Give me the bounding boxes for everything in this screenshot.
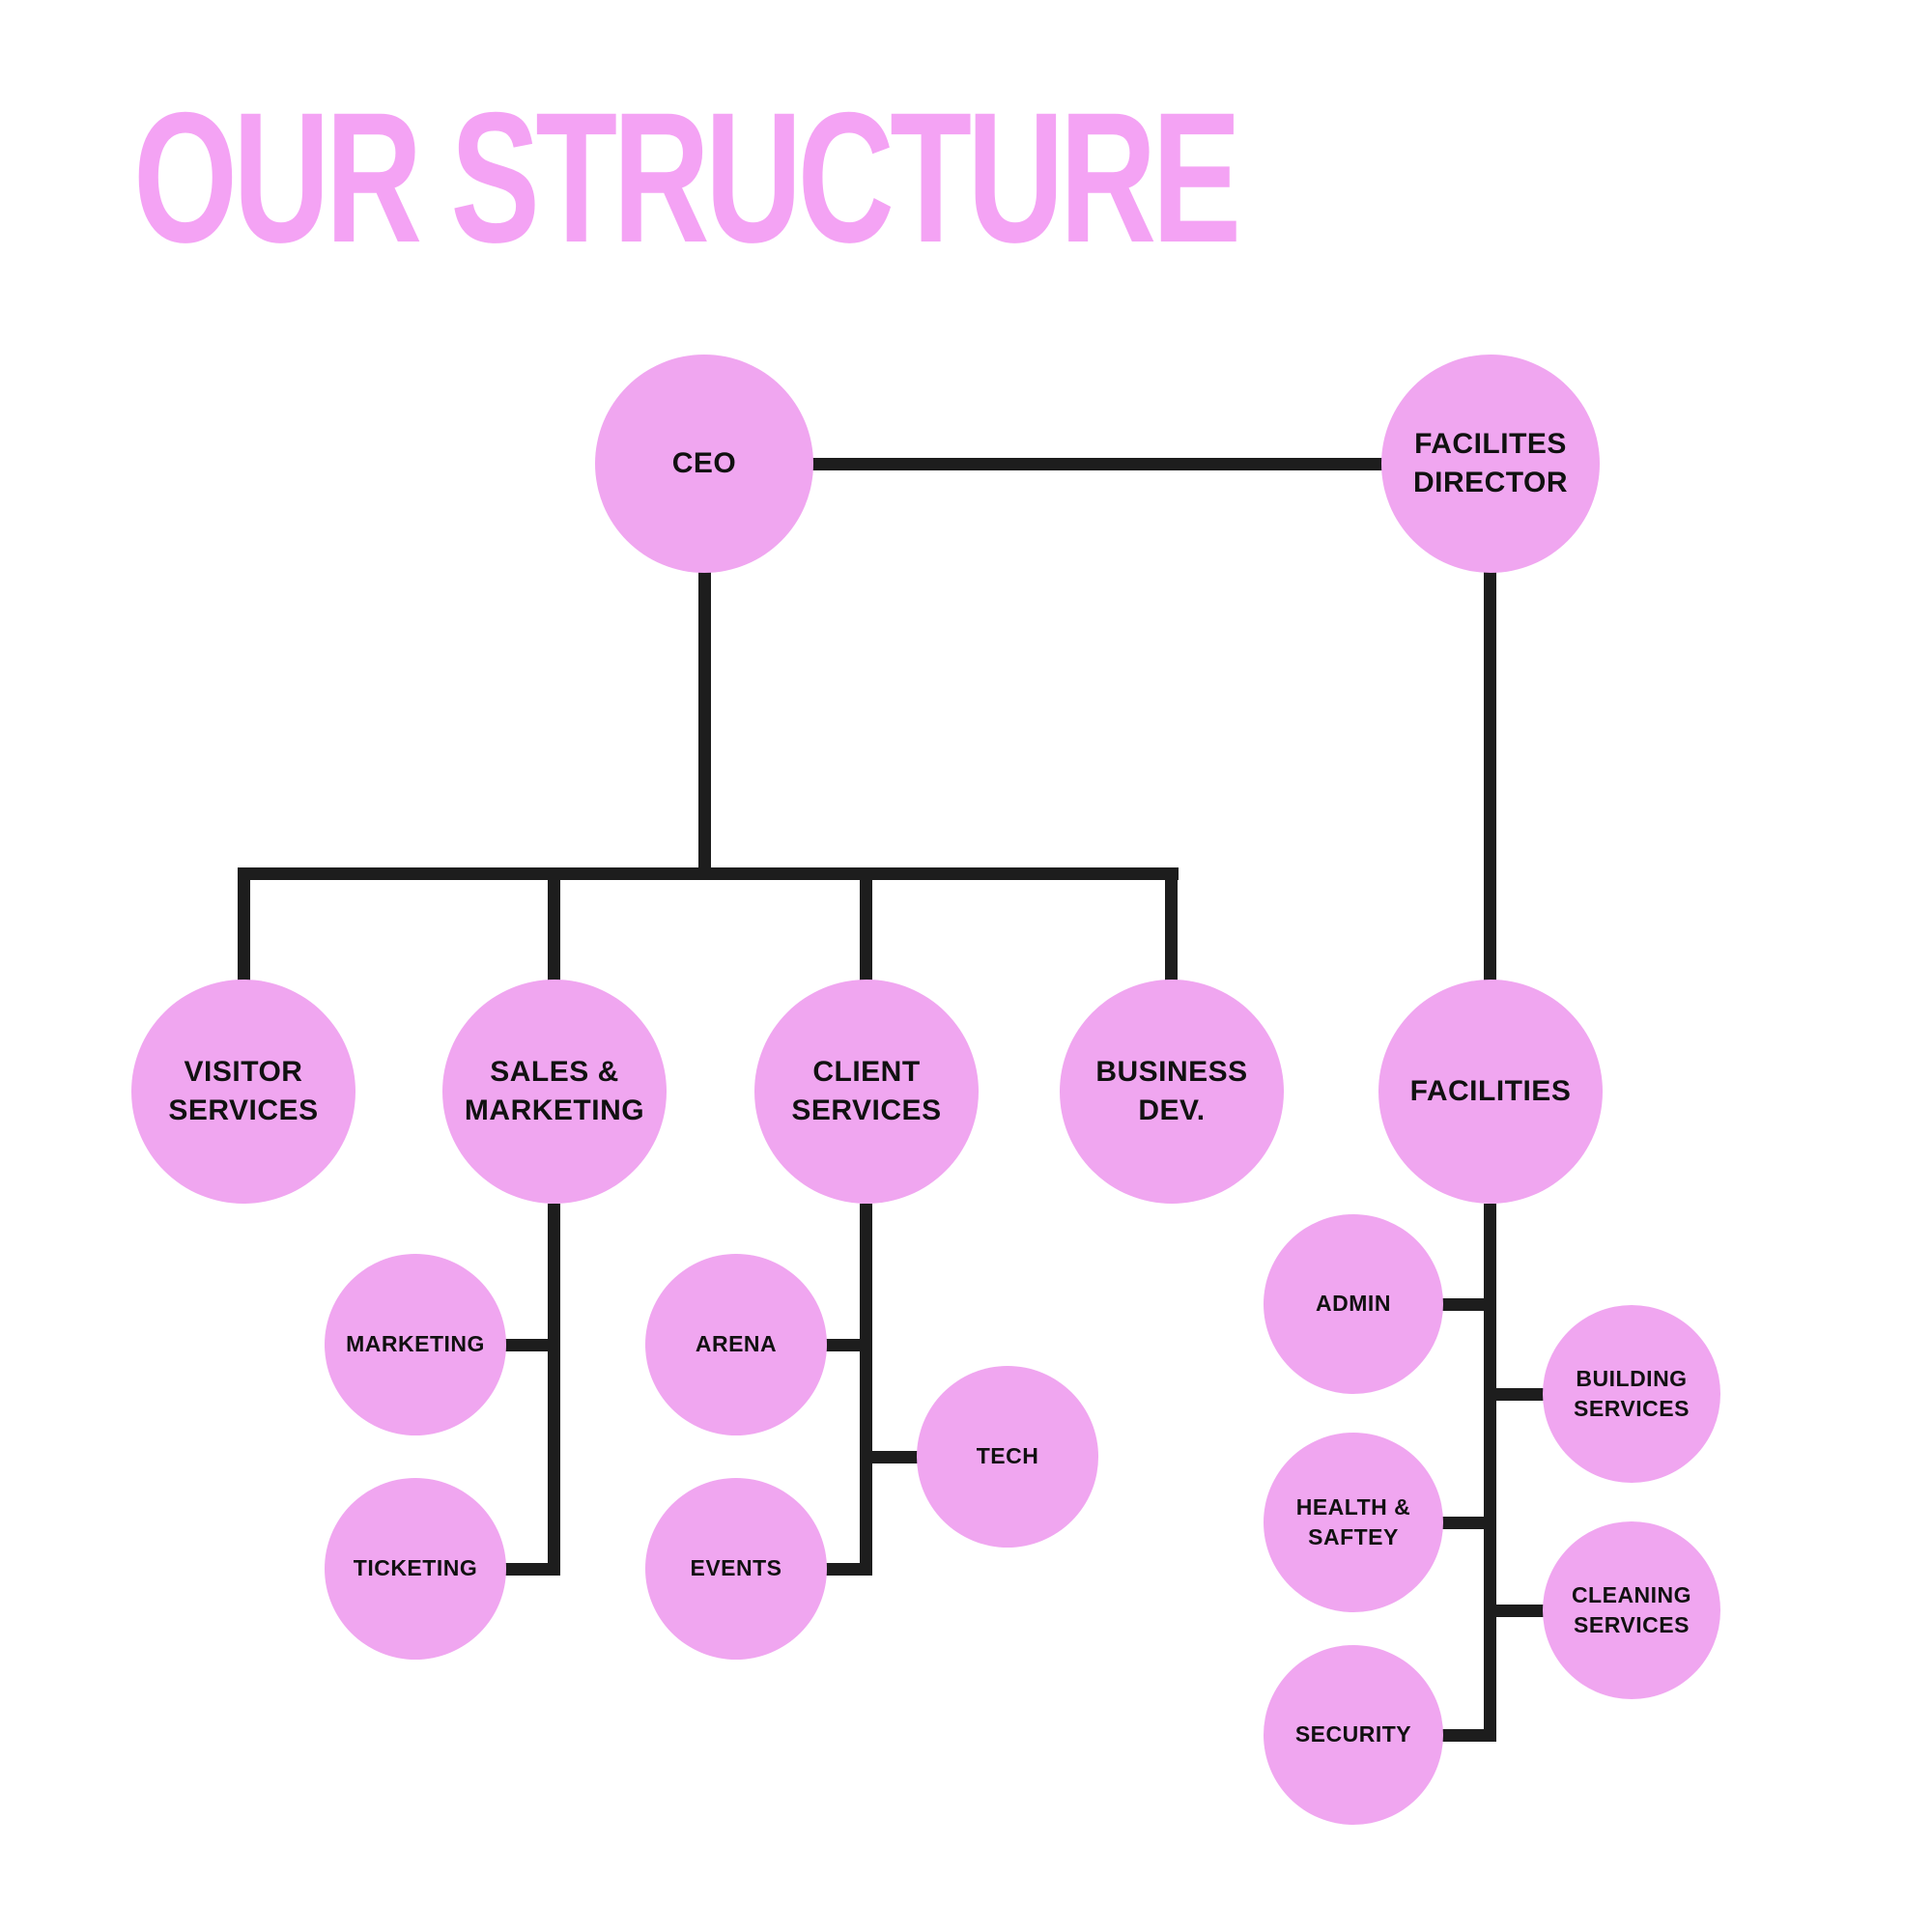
node-facilities: FACILITIES (1378, 980, 1603, 1204)
node-arena: ARENA (645, 1254, 827, 1435)
node-business-dev: BUSINESS DEV. (1060, 980, 1284, 1204)
node-sales-marketing: SALES & MARKETING (442, 980, 667, 1204)
connector-trunk-marketing (491, 1339, 560, 1351)
connector-trunk-security (1428, 1729, 1493, 1742)
connector-facilities-director-facilities (1484, 464, 1496, 990)
node-cleaning-services: CLEANING SERVICES (1543, 1521, 1720, 1699)
connector-bus-business-dev (1165, 867, 1178, 998)
node-client-services: CLIENT SERVICES (754, 980, 979, 1204)
connector-bus-visitor-services (238, 867, 250, 998)
connector-bus-sales-marketing (548, 867, 560, 998)
node-health-safety: HEALTH & SAFTEY (1264, 1433, 1443, 1612)
page-title: OUR STRUCTURE (133, 73, 1241, 282)
connector-client-services-trunk (860, 1204, 872, 1576)
node-ceo: CEO (595, 355, 813, 573)
node-tech: TECH (917, 1366, 1098, 1548)
connector-trunk-tech (860, 1451, 927, 1463)
connector-trunk-health-safety (1428, 1517, 1493, 1529)
node-security: SECURITY (1264, 1645, 1443, 1825)
connector-bus-client-services (860, 867, 872, 998)
connector-trunk-admin (1428, 1298, 1493, 1311)
connector-ceo-bus (238, 867, 1179, 880)
node-events: EVENTS (645, 1478, 827, 1660)
connector-trunk-cleaning-services (1484, 1605, 1551, 1617)
connector-trunk-building-services (1484, 1388, 1551, 1401)
node-marketing: MARKETING (325, 1254, 506, 1435)
node-visitor-services: VISITOR SERVICES (131, 980, 355, 1204)
connector-ceo-facilities-director (704, 458, 1491, 470)
connector-facilities-trunk (1484, 1204, 1496, 1742)
node-ticketing: TICKETING (325, 1478, 506, 1660)
connector-sales-marketing-trunk (548, 1204, 560, 1576)
connector-trunk-ticketing (491, 1563, 560, 1576)
node-facilities-director: FACILITES DIRECTOR (1381, 355, 1600, 573)
node-admin: ADMIN (1264, 1214, 1443, 1394)
node-building-services: BUILDING SERVICES (1543, 1305, 1720, 1483)
